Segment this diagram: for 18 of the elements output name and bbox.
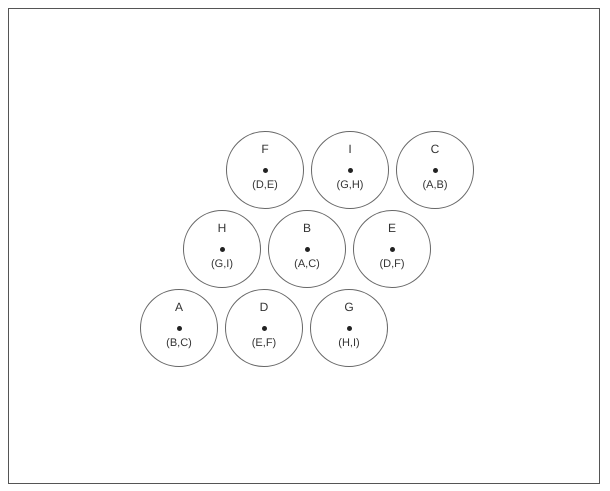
- node-letter: B: [302, 222, 311, 234]
- node-pair: (E,F): [252, 338, 276, 349]
- node-pair: (G,H): [336, 180, 364, 191]
- node-letter: H: [218, 222, 226, 234]
- node-letter: F: [261, 143, 269, 155]
- node-pair: (A,B): [422, 180, 448, 191]
- node-letter: C: [430, 143, 440, 155]
- node-letter: A: [174, 301, 183, 313]
- node-pair: (D,F): [379, 259, 405, 270]
- node-pair: (A,C): [294, 259, 320, 270]
- node-letter: E: [388, 222, 396, 234]
- node-letter: D: [260, 301, 268, 313]
- node-letter: G: [344, 301, 354, 313]
- node-pair: (B,C): [166, 338, 192, 349]
- node-pair: (D,E): [252, 180, 278, 191]
- node-pair: (G,I): [211, 259, 233, 270]
- node-letter: I: [348, 143, 352, 155]
- node-pair: (H,I): [338, 338, 360, 349]
